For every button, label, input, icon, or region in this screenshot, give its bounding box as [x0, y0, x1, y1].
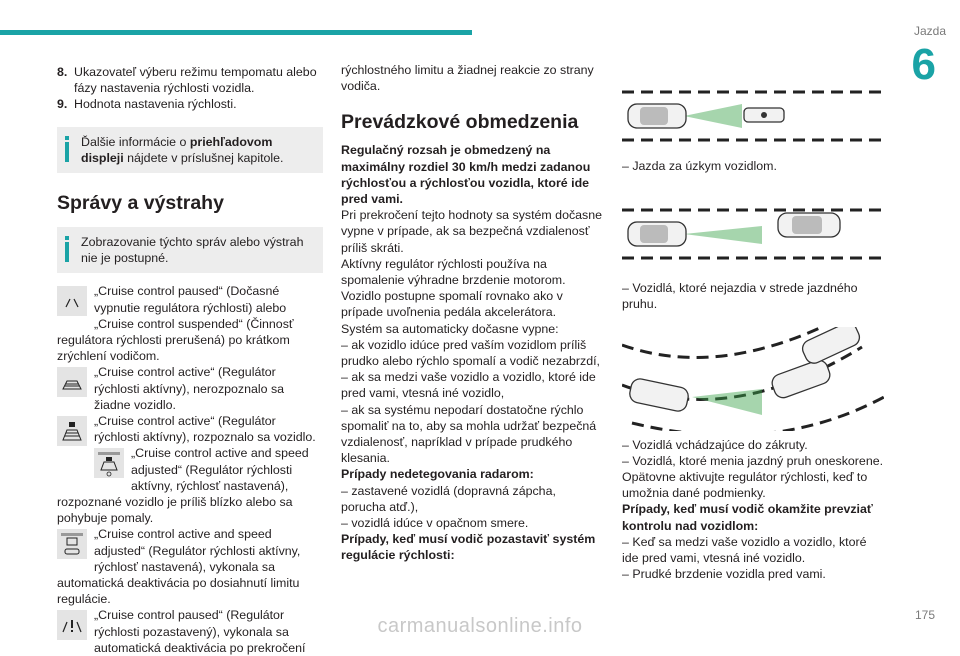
illustration-caption: – Vozidlá vchádzajúce do zákruty.	[622, 437, 808, 452]
message-item: „Cruise control active and speed adjuste…	[57, 526, 323, 607]
cruise-paused-icon	[57, 286, 87, 317]
road-vehicle-icon	[57, 416, 87, 447]
list-item: – vozidlá idúce v opačnom smere.	[341, 516, 529, 531]
list-item: – ak vozidlo idúce pred vaším vozidlom p…	[341, 337, 600, 369]
info-text: nájdete v príslušnej kapitole.	[123, 150, 284, 165]
paragraph: Pri prekročení tejto hodnoty sa systém d…	[341, 208, 603, 255]
illustration-caption: – Vozidlá, ktoré nejazdia v strede jazdn…	[622, 281, 858, 312]
subheading: Prípady nedetegovania radarom:	[341, 467, 534, 482]
watermark: carmanualsonline.info	[377, 615, 583, 637]
subheading: Prípady, keď musí vodič okamžite prevzia…	[622, 502, 873, 533]
column-middle: rýchlostného limitu a žiadnej reakcie zo…	[341, 62, 603, 564]
list-item: – Vozidlá, ktoré menia jazdný pruh onesk…	[622, 453, 884, 468]
info-box: Zobrazovanie týchto správ alebo výstrah …	[57, 227, 323, 274]
cruise-paused-warning-icon	[57, 610, 87, 641]
paragraph: Opätovne aktivujte regulátor rýchlosti, …	[622, 470, 868, 501]
message-item: „Cruise control active and speed adjuste…	[57, 445, 323, 526]
message-text: „Cruise control active and speed adjuste…	[57, 446, 309, 526]
chapter-number: 6	[911, 40, 936, 89]
section-heading: Správy a výstrahy	[57, 192, 224, 215]
paragraph: Vozidlo postupne spomalí rovnako ako v p…	[341, 289, 563, 320]
section-title: Jazda	[913, 24, 946, 38]
item-number: 8.	[57, 65, 68, 79]
message-text: „Cruise control active“ (Regulátor rýchl…	[94, 365, 285, 412]
paragraph: Systém sa automaticky dočasne vypne:	[341, 321, 559, 336]
message-text: „Cruise control active and speed adjuste…	[57, 527, 301, 607]
list-item: 9. Hodnota nastavenia rýchlosti.	[57, 96, 323, 112]
list-item: – Keď sa medzi vaše vozidlo a vozidlo, k…	[622, 534, 867, 566]
message-item: „Cruise control active“ (Regulátor rýchl…	[57, 364, 323, 413]
list-item: – Prudké brzdenie vozidla pred vami.	[622, 567, 826, 582]
speed-adjusted-icon	[94, 448, 124, 479]
illustration-narrow-vehicle	[622, 74, 884, 150]
list-item: – zastavené vozidlá (dopravná zápcha, po…	[341, 483, 556, 514]
section-heading: Prevádzkové obmedzenia	[341, 111, 579, 134]
info-text: Zobrazovanie týchto správ alebo výstrah …	[81, 235, 304, 266]
message-item: „Cruise control paused“ (Dočasné vypnuti…	[57, 283, 323, 364]
bold-paragraph: Regulačný rozsah je obmedzený na maximál…	[341, 143, 591, 207]
message-item: „Cruise control active“ (Regulátor rýchl…	[57, 413, 323, 447]
info-icon	[65, 134, 69, 166]
road-no-vehicle-icon	[57, 367, 87, 398]
speed-adjusted-limit-icon	[57, 529, 87, 560]
item-number: 9.	[57, 97, 68, 112]
illustration-caption: – Jazda za úzkym vozidlom.	[622, 159, 777, 173]
message-text: „Cruise control paused“ (Dočasné vypnuti…	[57, 284, 294, 364]
info-box: Ďalšie informácie o priehľadovom displej…	[57, 126, 323, 174]
column-right: – Jazda za úzkym vozidlom. – Vozidlá, kt…	[621, 62, 885, 582]
item-text: Ukazovateľ výberu režimu tempomatu alebo…	[74, 65, 317, 96]
item-text: Hodnota nastavenia rýchlosti.	[74, 97, 237, 112]
illustration-curve	[621, 321, 885, 437]
list-item: 8. Ukazovateľ výberu režimu tempomatu al…	[57, 64, 323, 96]
illustration-offset-vehicle	[622, 196, 884, 272]
subheading: Prípady, keď musí vodič pozastaviť systé…	[341, 532, 596, 563]
column-left: 8. Ukazovateľ výberu režimu tempomatu al…	[57, 64, 323, 656]
continuation-text: rýchlostného limitu a žiadnej reakcie zo…	[341, 63, 594, 94]
info-text-bold: priehľadovom displeji	[81, 134, 273, 165]
header-accent-bar	[0, 30, 472, 35]
list-item: – ak sa medzi vaše vozidlo a vozidlo, kt…	[341, 370, 596, 401]
info-icon	[65, 234, 69, 266]
list-item: – ak sa systému nepodarí dostatočne rých…	[341, 402, 597, 466]
message-text: „Cruise control active“ (Regulátor rýchl…	[94, 414, 316, 445]
info-text: Ďalšie informácie o	[81, 134, 190, 149]
paragraph: Aktívny regulátor rýchlosti používa na s…	[341, 256, 566, 288]
page-number: 175	[914, 608, 935, 622]
